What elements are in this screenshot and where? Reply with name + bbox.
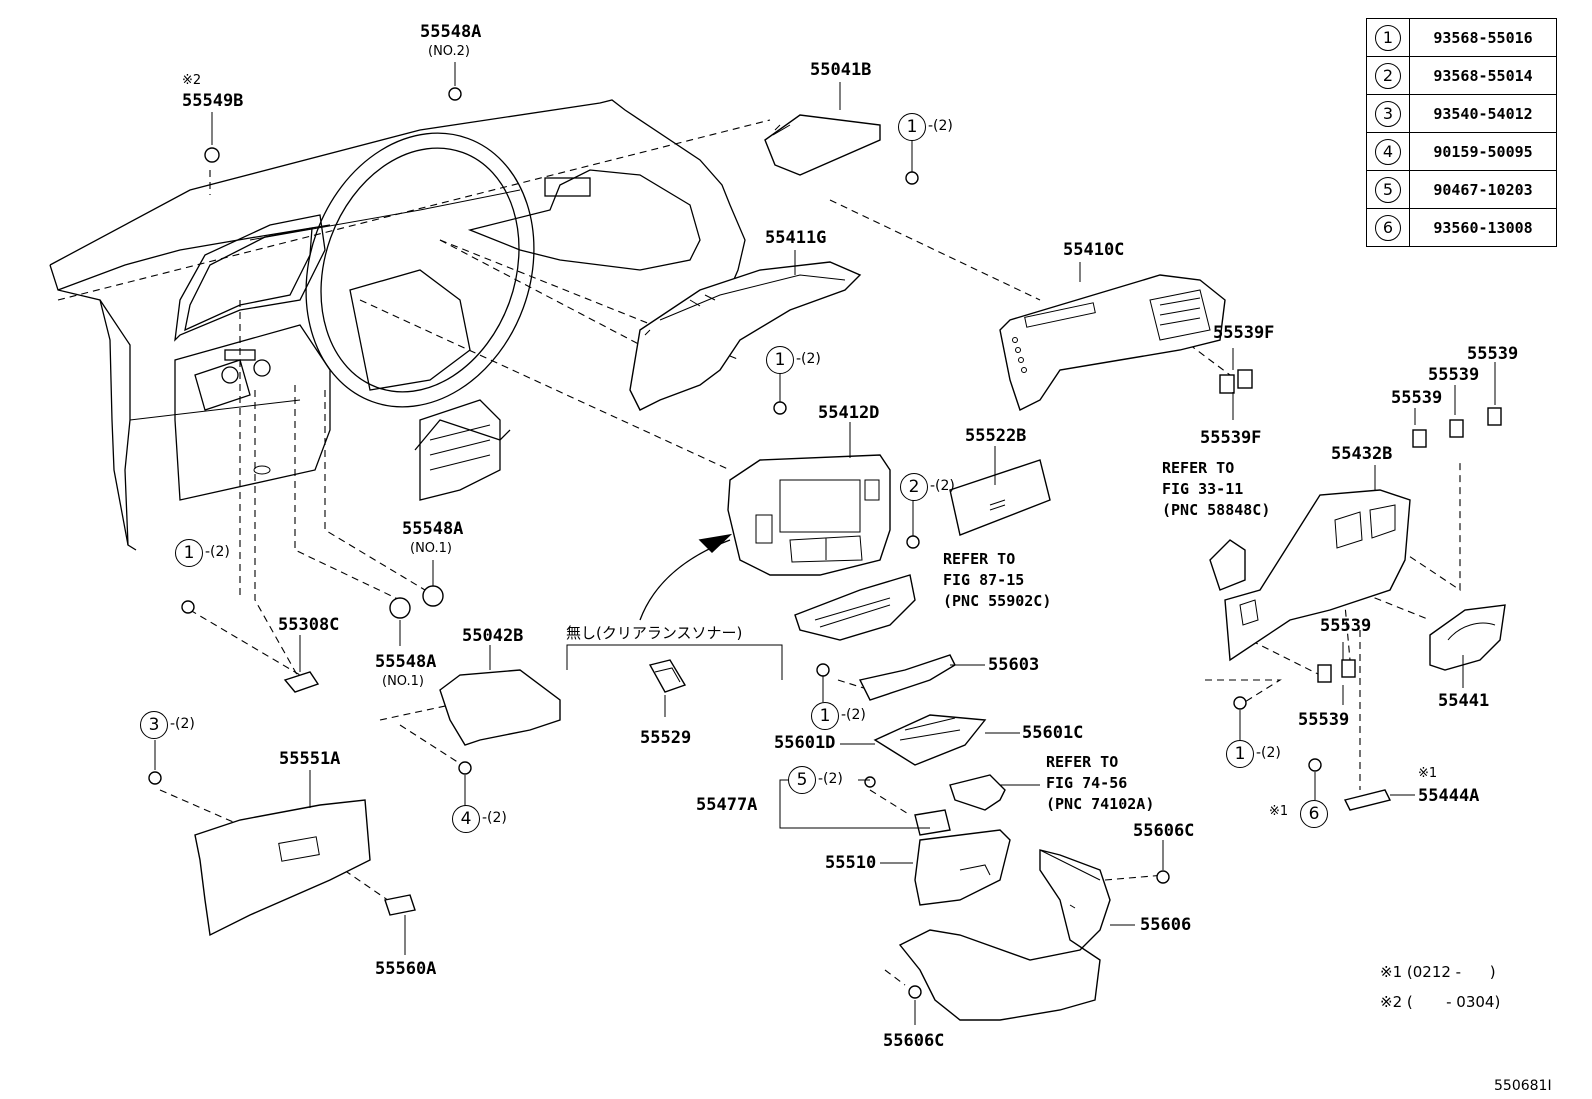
part-label-55606c: 55606C bbox=[883, 1031, 945, 1051]
legend-part-number: 90467-10203 bbox=[1409, 170, 1557, 209]
part-label-55522b: 55522B bbox=[965, 426, 1027, 446]
instrument-panel-drawing bbox=[49, 99, 746, 551]
part-label-55412d: 55412D bbox=[818, 403, 880, 423]
part-label-55539: 55539 bbox=[1320, 616, 1372, 636]
figure-code: 550681I bbox=[1494, 1078, 1552, 1094]
callout-circle-6: 6 bbox=[1300, 800, 1328, 828]
legend-part-number: 93540-54012 bbox=[1409, 94, 1557, 133]
part-label-55548a-no1: 55548A bbox=[375, 652, 437, 672]
part-label-55410c: 55410C bbox=[1063, 240, 1125, 260]
reference-note-fig-33-11: REFER TO FIG 33-11 (PNC 58848C) bbox=[1162, 459, 1271, 519]
callout-circle-4: 4 bbox=[452, 805, 480, 833]
note-mark: ※1 bbox=[1269, 804, 1289, 819]
callout-quantity: -(2) bbox=[928, 118, 953, 134]
part-label-55601c: 55601C bbox=[1022, 723, 1084, 743]
part-number-legend: 1 93568-55016 2 93568-55014 3 93540-5401… bbox=[1366, 18, 1557, 247]
part-label-note: (NO.1) bbox=[382, 674, 424, 689]
part-label-55601d: 55601D bbox=[774, 733, 836, 753]
part-label-55539f: 55539F bbox=[1213, 323, 1275, 343]
footnote-2: ※2 ( - 0304) bbox=[1380, 993, 1501, 1011]
without-clearance-sonar-note: 無し(クリアランスソナー) bbox=[566, 624, 743, 642]
callout-circle-5: 5 bbox=[788, 766, 816, 794]
callout-quantity: -(2) bbox=[170, 716, 195, 732]
part-label-55560a: 55560A bbox=[375, 959, 437, 979]
legend-ref-number: 6 bbox=[1375, 214, 1401, 241]
callout-quantity: -(2) bbox=[818, 771, 843, 787]
note-mark: ※2 bbox=[182, 73, 202, 88]
callout-quantity: -(2) bbox=[796, 351, 821, 367]
part-label-55432b: 55432B bbox=[1331, 444, 1393, 464]
callout-circle-1: 1 bbox=[175, 539, 203, 567]
legend-ref-number: 5 bbox=[1375, 176, 1401, 203]
part-label-55539: 55539 bbox=[1298, 710, 1350, 730]
part-label-55551a: 55551A bbox=[279, 749, 341, 769]
callout-circle-2: 2 bbox=[900, 473, 928, 501]
part-label-55539: 55539 bbox=[1428, 365, 1480, 385]
reference-note-fig-74-56: REFER TO FIG 74-56 (PNC 74102A) bbox=[1046, 753, 1155, 813]
part-label-55411g: 55411G bbox=[765, 228, 827, 248]
legend-ref-number: 2 bbox=[1375, 62, 1401, 89]
legend-row: 1 93568-55016 bbox=[1366, 18, 1557, 57]
part-label-55444a: 55444A bbox=[1418, 786, 1480, 806]
part-label-55606: 55606 bbox=[1140, 915, 1192, 935]
reference-note-fig-87-15: REFER TO FIG 87-15 (PNC 55902C) bbox=[943, 550, 1052, 610]
legend-part-number: 93568-55016 bbox=[1409, 18, 1557, 57]
part-label-55510: 55510 bbox=[825, 853, 877, 873]
legend-ref-number: 3 bbox=[1375, 100, 1401, 127]
part-label-55539f: 55539F bbox=[1200, 428, 1262, 448]
callout-quantity: -(2) bbox=[930, 478, 955, 494]
callout-circle-1: 1 bbox=[1226, 740, 1254, 768]
note-mark: ※1 bbox=[1418, 766, 1438, 781]
legend-ref-number: 1 bbox=[1375, 24, 1401, 51]
part-label-55548a-no2: 55548A bbox=[420, 22, 482, 42]
part-label-55529: 55529 bbox=[640, 728, 692, 748]
legend-row: 6 93560-13008 bbox=[1366, 208, 1557, 247]
legend-row: 5 90467-10203 bbox=[1366, 170, 1557, 209]
part-label-55041b: 55041B bbox=[810, 60, 872, 80]
legend-part-number: 93568-55014 bbox=[1409, 56, 1557, 95]
part-label-note: (NO.1) bbox=[410, 541, 452, 556]
callout-quantity: -(2) bbox=[482, 810, 507, 826]
callout-circle-3: 3 bbox=[140, 711, 168, 739]
legend-row: 4 90159-50095 bbox=[1366, 132, 1557, 171]
legend-row: 3 93540-54012 bbox=[1366, 94, 1557, 133]
callout-circle-1: 1 bbox=[811, 702, 839, 730]
part-label-note: (NO.2) bbox=[428, 44, 470, 59]
part-label-55441: 55441 bbox=[1438, 691, 1490, 711]
legend-ref-number: 4 bbox=[1375, 138, 1401, 165]
part-label-55548a-no1: 55548A bbox=[402, 519, 464, 539]
legend-row: 2 93568-55014 bbox=[1366, 56, 1557, 95]
part-label-55606c: 55606C bbox=[1133, 821, 1195, 841]
legend-part-number: 90159-50095 bbox=[1409, 132, 1557, 171]
part-label-55549b: 55549B bbox=[182, 91, 244, 111]
part-label-55539: 55539 bbox=[1391, 388, 1443, 408]
callout-quantity: -(2) bbox=[1256, 745, 1281, 761]
part-label-55042b: 55042B bbox=[462, 626, 524, 646]
part-label-55477a: 55477A bbox=[696, 795, 758, 815]
part-label-55539: 55539 bbox=[1467, 344, 1519, 364]
callout-quantity: -(2) bbox=[841, 707, 866, 723]
callout-circle-1: 1 bbox=[766, 346, 794, 374]
part-label-55308c: 55308C bbox=[278, 615, 340, 635]
legend-part-number: 93560-13008 bbox=[1409, 208, 1557, 247]
footnote-1: ※1 (0212 - ) bbox=[1380, 963, 1496, 981]
callout-circle-1: 1 bbox=[898, 113, 926, 141]
part-label-55603: 55603 bbox=[988, 655, 1040, 675]
callout-quantity: -(2) bbox=[205, 544, 230, 560]
